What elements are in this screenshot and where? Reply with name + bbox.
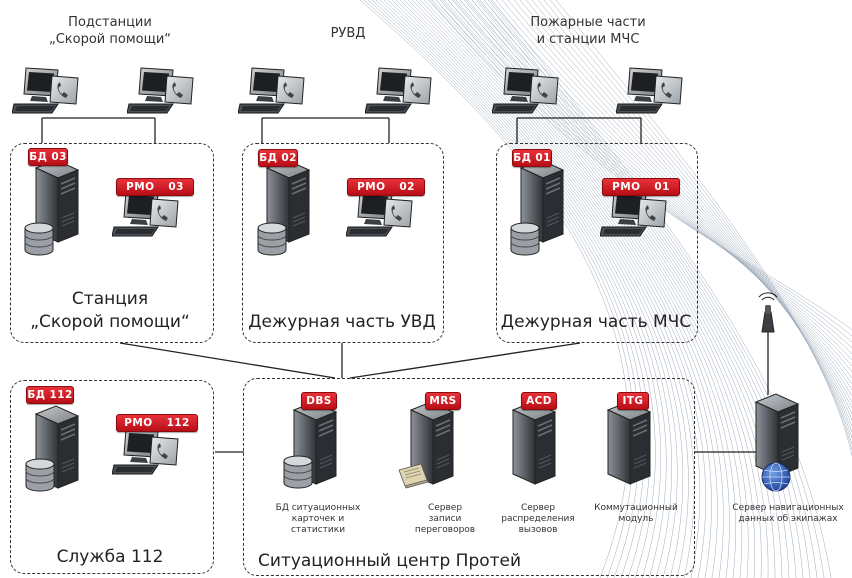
workstation-icon-ambulance-1	[12, 67, 79, 114]
badge-bd112: БД 112	[26, 386, 74, 404]
label-ambulance-substations: Подстанции „Скорой помощи“	[48, 15, 172, 47]
badge-acd: ACD	[521, 392, 557, 410]
badge-bd01: БД 01	[512, 149, 552, 167]
radio-antenna-icon	[758, 292, 778, 333]
zone-uvd-title: Дежурная часть УВД	[248, 312, 436, 332]
rmo02-number: 02	[399, 181, 415, 193]
badge-dbs: DBS	[301, 392, 337, 410]
zone-ambulance-frame	[10, 143, 214, 343]
badge-bd02: БД 02	[258, 149, 298, 167]
badge-mrs: MRS	[425, 392, 461, 410]
rmo112-prefix: РМО	[124, 417, 153, 429]
zone-center-frame	[243, 378, 695, 576]
zone-mchs-title: Дежурная часть МЧС	[500, 312, 692, 332]
zone-112-frame	[10, 380, 214, 574]
badge-bd03: БД 03	[28, 148, 68, 166]
caption-itg: Коммутационный модуль	[594, 503, 678, 524]
label-fire-stations: Пожарные части и станции МЧС	[530, 15, 646, 47]
badge-itg: ITG	[617, 392, 649, 410]
zone-ambulance-title: Станция „Скорой помощи“	[30, 289, 190, 332]
caption-acd: Сервер распределения вызовов	[501, 503, 575, 535]
caption-mrs: Сервер записи переговоров	[414, 503, 476, 535]
rmo03-prefix: РМО	[126, 181, 155, 193]
connection-lines	[41, 117, 769, 453]
zone-center-title: Ситуационный центр Протей	[258, 551, 522, 571]
workstation-icon-ruvd-2	[365, 67, 432, 114]
zone-uvd-frame	[242, 143, 444, 343]
badge-rmo02: РМО 02	[347, 178, 425, 196]
workstation-icon-ambulance-2	[127, 67, 194, 114]
rmo01-prefix: РМО	[612, 181, 641, 193]
badge-rmo01: РМО 01	[602, 178, 680, 196]
zone-mchs-frame	[496, 143, 698, 343]
rmo02-prefix: РМО	[357, 181, 386, 193]
globe-icon	[761, 462, 791, 492]
background-swirl-lines	[359, 0, 852, 578]
label-ruvd: РУВД	[330, 26, 366, 41]
badge-rmo112: РМО 112	[116, 414, 198, 432]
rmo112-number: 112	[166, 417, 190, 429]
workstation-icon-fire-2	[616, 67, 683, 114]
badge-rmo03: РМО 03	[116, 178, 194, 196]
caption-nav-server: Сервер навигационных данных об экипажах	[732, 503, 844, 524]
workstation-icon-ruvd-1	[238, 67, 305, 114]
caption-dbs: БД ситуационных карточек и статистики	[275, 503, 361, 535]
zone-112-title: Служба 112	[56, 547, 164, 567]
rmo03-number: 03	[168, 181, 184, 193]
rmo01-number: 01	[654, 181, 670, 193]
